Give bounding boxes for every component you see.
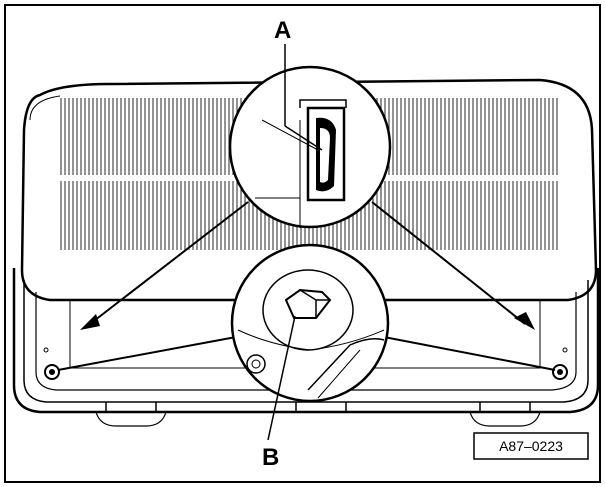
- leader-a-tip: [284, 125, 323, 151]
- pointer-lines-b: [57, 336, 556, 371]
- callout-b: B: [262, 444, 279, 471]
- figure-reference-box: A87–0223: [473, 432, 589, 460]
- pointer-lines-a: [80, 201, 535, 330]
- figure-reference: A87–0223: [499, 438, 563, 454]
- leader-b: [267, 315, 296, 441]
- callout-a: A: [274, 17, 291, 44]
- screw-right: [552, 347, 568, 380]
- screw-left: [43, 347, 60, 380]
- detail-circle-a: [228, 65, 392, 229]
- outer-frame: [4, 4, 601, 483]
- detail-circle-b: [230, 243, 390, 403]
